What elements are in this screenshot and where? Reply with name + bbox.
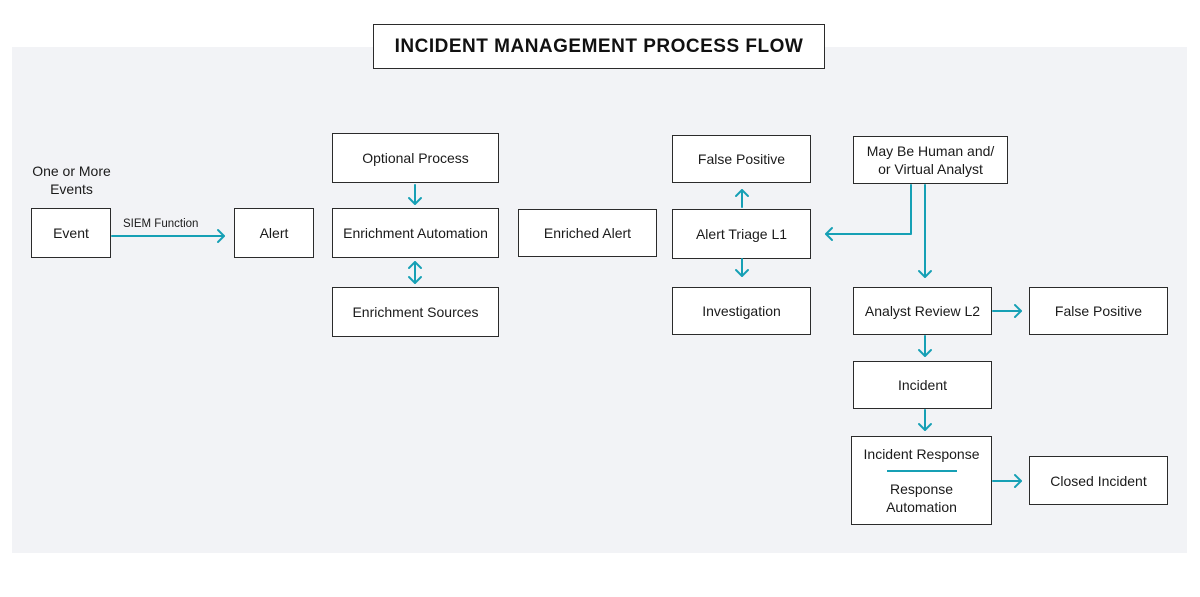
edge-optional-enrichment	[408, 184, 422, 205]
event-node: Event	[31, 208, 111, 258]
analyst-source-node: May Be Human and/ or Virtual Analyst	[853, 136, 1008, 184]
diagram-title: INCIDENT MANAGEMENT PROCESS FLOW	[373, 24, 825, 69]
closed-incident-node: Closed Incident	[1029, 456, 1168, 505]
events-label-line-2: Events	[50, 181, 93, 197]
edge-triage-false-positive	[735, 189, 749, 208]
edge-analyst-triage	[825, 184, 912, 241]
analyst-source-line-1: May Be Human and/	[866, 143, 995, 159]
edge-enrichment-sources	[408, 261, 422, 284]
false-positive-l2-node: False Positive	[1029, 287, 1168, 335]
analyst-review-node: Analyst Review L2	[853, 287, 992, 335]
incident-response-divider	[886, 470, 957, 472]
false-positive-l1-node: False Positive	[672, 135, 811, 183]
siem-function-label: SIEM Function	[123, 218, 199, 230]
optional-process-node: Optional Process	[332, 133, 499, 183]
edge-triage-investigation	[735, 258, 749, 277]
incident-node: Incident	[853, 361, 992, 409]
edge-analyst-review	[918, 184, 932, 278]
enriched-alert-node: Enriched Alert	[518, 209, 657, 257]
edge-review-false-positive	[992, 304, 1022, 318]
investigation-node: Investigation	[672, 287, 811, 335]
alert-triage-node: Alert Triage L1	[672, 209, 811, 259]
analyst-source-line-2: or Virtual Analyst	[878, 161, 983, 177]
incident-response-label: Incident Response	[863, 446, 980, 462]
response-automation-line-2: Automation	[886, 499, 957, 515]
edge-response-closed	[992, 474, 1022, 488]
response-automation-line-1: Response	[889, 481, 954, 497]
edge-event-alert	[111, 229, 225, 243]
edge-incident-response	[918, 409, 932, 431]
incident-response-node: Incident Response Response Automation	[851, 436, 992, 525]
enrichment-sources-node: Enrichment Sources	[332, 287, 499, 337]
enrichment-automation-node: Enrichment Automation	[332, 208, 499, 258]
events-label-line-1: One or More	[32, 163, 111, 179]
edge-review-incident	[918, 335, 932, 357]
events-label: One or More Events	[24, 162, 119, 198]
alert-node: Alert	[234, 208, 314, 258]
